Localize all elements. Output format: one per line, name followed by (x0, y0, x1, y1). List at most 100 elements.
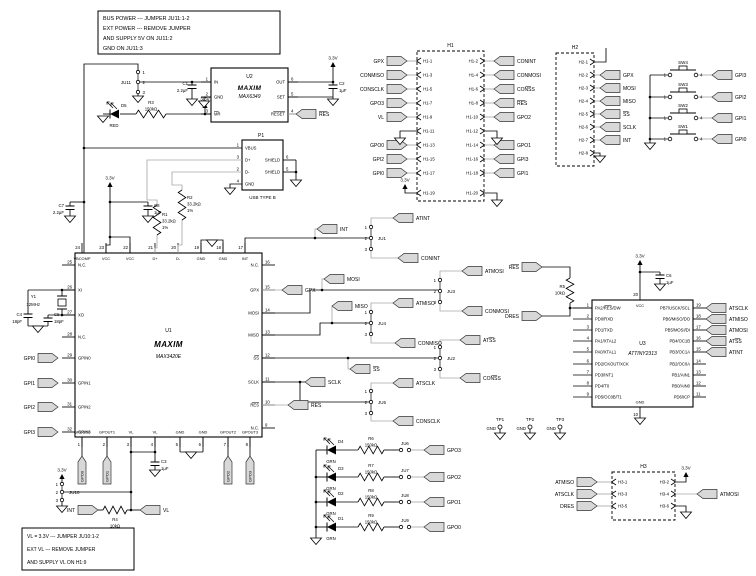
pin-number: 3 (206, 109, 209, 114)
gnd-symbol-icon (679, 511, 693, 520)
net-label: GPI0 (373, 171, 385, 177)
led-arrow-icon (323, 514, 331, 522)
pin-name: GPIN0 (78, 356, 91, 361)
led-arrowhead (106, 101, 110, 105)
pin-name: RESET (271, 112, 285, 117)
note-line: EXT VL --- REMOVE JUMPER (27, 547, 96, 553)
pin-number: 15 (265, 285, 270, 290)
pin-name: VBCOMP (74, 256, 91, 261)
pin-entry-icon (589, 136, 596, 144)
wire (399, 130, 416, 138)
connector-pin-label: H1-15 (423, 157, 435, 162)
gnd-symbol-icon (131, 95, 145, 104)
net-flag-GPX-icon (386, 56, 408, 66)
jumper-pin (368, 388, 374, 394)
net-label: CONMOSI (517, 73, 541, 79)
pin-number: 30 (67, 378, 72, 383)
switch-pin (667, 136, 673, 142)
net-flag-CONINT-icon (493, 56, 515, 66)
net-label: DRES (560, 504, 575, 510)
led-ref: D1 (338, 516, 344, 521)
jumper-pin-num: 2 (365, 236, 368, 241)
net-label: MOSI (623, 86, 636, 92)
junction-dot (203, 112, 207, 116)
pin-number: 3 (127, 442, 130, 447)
net-flag-INT-icon (599, 135, 621, 145)
resistor-body (177, 189, 187, 221)
net-flag-CONMISO-icon (394, 338, 416, 348)
net-flag-GPI3-icon (711, 70, 733, 80)
pin-name: SHIELD (265, 158, 280, 163)
connector-pin-label: H2-3 (579, 86, 589, 91)
pin-name: VCC (126, 256, 134, 261)
led-ref: D3 (338, 466, 344, 471)
net-label: ATSCLK (555, 492, 575, 498)
pin-number: 20 (171, 245, 176, 250)
ic-ref: U3 (639, 341, 646, 347)
net-label: RES (509, 265, 520, 271)
power-net-label: 3.3V (400, 178, 409, 183)
connector-pin-label: H3-6 (660, 504, 670, 509)
pin-entry-icon (479, 85, 486, 93)
connector-pin-label: H2-4 (579, 99, 589, 104)
pin-name: PD2/CKOUT/XCK (595, 362, 629, 367)
net-flag-ATMISO-icon (392, 298, 414, 308)
net-label: CONINT (517, 59, 536, 65)
junction-dot (638, 270, 642, 274)
cap-value: 1μF (154, 210, 162, 215)
pin-number: 32 (67, 427, 72, 432)
wire (542, 309, 571, 317)
gnd-symbol-icon (63, 215, 77, 224)
jumper-pin (368, 410, 374, 416)
junction-dot (82, 146, 86, 150)
led-color: GRN (326, 511, 336, 516)
cap-value: 2.2μF (53, 210, 64, 215)
pin-name: D+ (245, 158, 251, 163)
switch-pin (693, 94, 699, 100)
power-arrow-icon (637, 260, 643, 265)
pin-number: 16 (265, 260, 270, 265)
net-label: ATSS (483, 338, 496, 344)
net-label: GPI2 (735, 95, 747, 101)
pin-entry-icon (415, 57, 422, 65)
pin-number: 3 (237, 155, 240, 160)
net-label: GPO2 (226, 470, 231, 482)
junction-dot (129, 508, 133, 512)
net-flag-GPI1-icon (37, 378, 59, 388)
jumper-pin-num: 3 (365, 332, 368, 337)
connector-pin-label: H2-5 (579, 112, 589, 117)
pin-name: PB5/MOSI/DI (665, 328, 690, 333)
jumper-pin (368, 399, 374, 405)
net-label: CONSS (517, 87, 535, 93)
ic-part-number: MAX3420E (156, 354, 182, 360)
pin-entry-icon (610, 490, 617, 498)
pin-number: 14 (696, 359, 701, 364)
net-label: MISO (623, 99, 636, 105)
pin-number: 4 (291, 109, 294, 114)
pin-number: 9 (587, 392, 590, 397)
wire (485, 130, 498, 138)
gnd-symbol-icon (55, 505, 69, 514)
pin-name: INT (242, 256, 249, 261)
pin-number: 13 (696, 370, 701, 375)
ic-body-P1 (241, 139, 284, 191)
wire (370, 302, 393, 310)
switch-pin (693, 72, 699, 78)
junction-dot (108, 235, 112, 239)
note-power-options: BUS POWER --- JUMPER JU11:1-2 EXT POWER … (97, 10, 281, 55)
jumper-ref: JU11 (121, 80, 132, 85)
cap-ref: C5 (54, 312, 60, 317)
wire (244, 237, 369, 253)
testpoint-label: GND (516, 426, 526, 431)
pin-number: 18 (216, 245, 221, 250)
net-flag-ATMOSI-icon (696, 489, 718, 499)
net-flag-GPI3-icon (493, 154, 515, 164)
net-label: GPO3 (447, 448, 461, 454)
jumper-pin-num: 3 (434, 367, 437, 372)
net-flag-GPI0-icon (37, 353, 59, 363)
net-flag-CONINT-icon (397, 253, 419, 263)
net-flag-GPO3-icon (423, 445, 445, 455)
note-line: AND SUPPLY VL ON H1:9 (27, 560, 87, 566)
wire (595, 152, 601, 156)
